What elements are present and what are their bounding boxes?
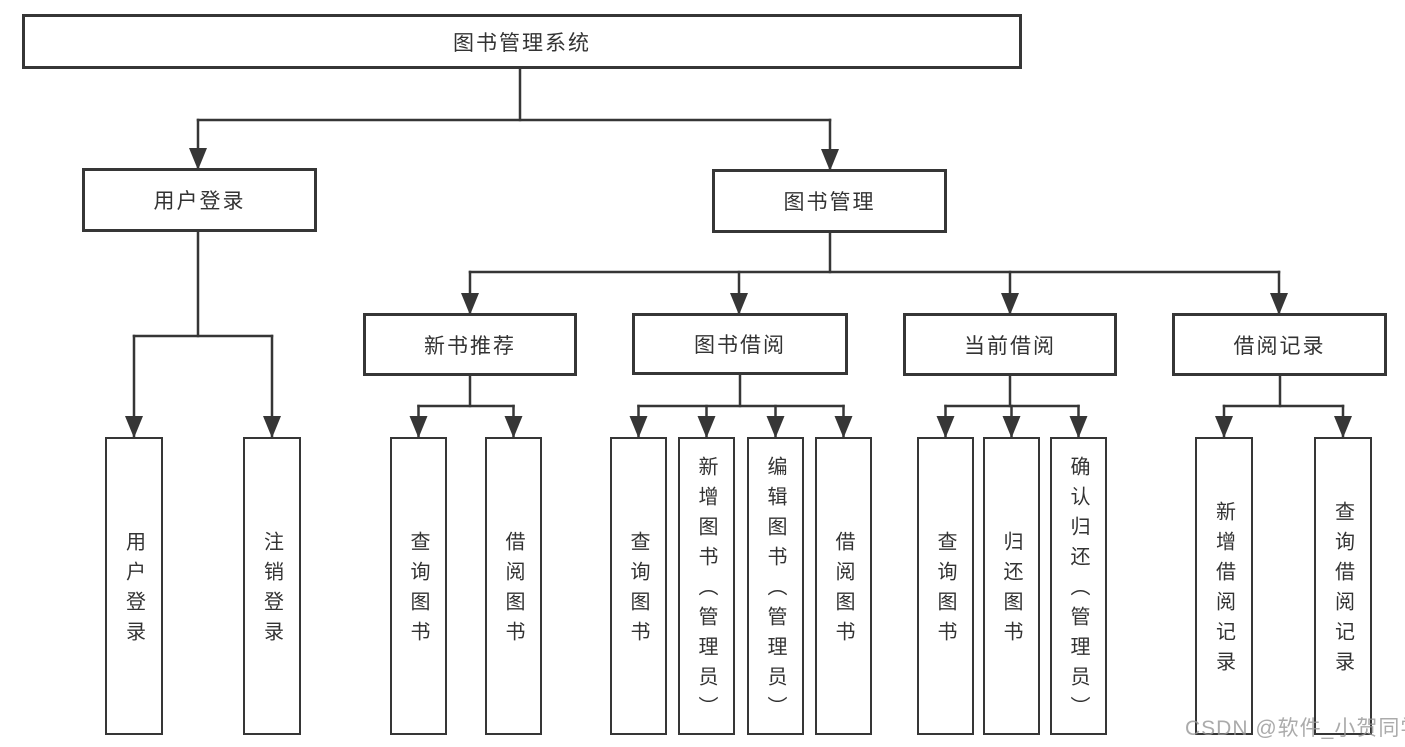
leaf-edit-book-admin-label: 编辑图书（管理员） bbox=[764, 456, 786, 726]
connector-new-book-rec-children bbox=[409, 374, 523, 440]
leaf-logout-label: 注销登录 bbox=[260, 531, 283, 651]
node-book-borrow-label: 图书借阅 bbox=[694, 334, 786, 357]
leaf-query-books-1: 查询图书 bbox=[390, 437, 447, 735]
node-new-book-rec-label: 新书推荐 bbox=[424, 334, 516, 358]
csdn-watermark: CSDN @软件_小贺同学 bbox=[1185, 717, 1405, 740]
leaf-borrow-books-1-label: 借阅图书 bbox=[502, 531, 524, 651]
node-user-login: 用户登录 bbox=[82, 168, 317, 232]
node-root-label: 图书管理系统 bbox=[453, 31, 591, 55]
leaf-edit-book-admin: 编辑图书（管理员） bbox=[747, 437, 804, 735]
leaf-query-books-2-label: 查询图书 bbox=[627, 531, 649, 651]
node-book-mgmt: 图书管理 bbox=[712, 169, 947, 233]
leaf-query-books-3: 查询图书 bbox=[917, 437, 974, 735]
leaf-user-login: 用户登录 bbox=[105, 437, 163, 735]
connector-book-mgmt-children bbox=[461, 231, 1288, 317]
node-root: 图书管理系统 bbox=[22, 14, 1022, 69]
leaf-add-borrow-record-label: 新增借阅记录 bbox=[1212, 501, 1235, 681]
leaf-query-borrow-record-label: 查询借阅记录 bbox=[1331, 501, 1354, 681]
leaf-borrow-books-2-label: 借阅图书 bbox=[832, 531, 854, 651]
leaf-logout: 注销登录 bbox=[243, 437, 301, 735]
leaf-query-books-1-label: 查询图书 bbox=[407, 531, 429, 651]
leaf-borrow-books-1: 借阅图书 bbox=[485, 437, 542, 735]
connector-user-login-children bbox=[125, 230, 281, 440]
connector-borrow-records-children bbox=[1215, 374, 1352, 440]
node-current-borrow: 当前借阅 bbox=[903, 313, 1117, 376]
leaf-return-book: 归还图书 bbox=[983, 437, 1040, 735]
connector-root-to-level2 bbox=[189, 67, 839, 173]
node-user-login-label: 用户登录 bbox=[153, 190, 246, 213]
leaf-add-book-admin: 新增图书（管理员） bbox=[678, 437, 735, 735]
leaf-return-book-label: 归还图书 bbox=[1000, 531, 1022, 651]
connector-book-borrow-children bbox=[629, 373, 853, 440]
leaf-query-books-3-label: 查询图书 bbox=[934, 531, 956, 651]
leaf-confirm-return-admin-label: 确认归还（管理员） bbox=[1067, 456, 1089, 726]
leaf-confirm-return-admin: 确认归还（管理员） bbox=[1050, 437, 1107, 735]
leaf-query-borrow-record: 查询借阅记录 bbox=[1314, 437, 1372, 735]
node-borrow-records-label: 借阅记录 bbox=[1233, 334, 1326, 358]
leaf-add-book-admin-label: 新增图书（管理员） bbox=[695, 456, 717, 726]
node-book-mgmt-label: 图书管理 bbox=[783, 191, 876, 214]
leaf-add-borrow-record: 新增借阅记录 bbox=[1195, 437, 1253, 735]
leaf-user-login-label: 用户登录 bbox=[122, 531, 145, 651]
leaf-query-books-2: 查询图书 bbox=[610, 437, 667, 735]
node-current-borrow-label: 当前借阅 bbox=[964, 334, 1056, 358]
leaf-borrow-books-2: 借阅图书 bbox=[815, 437, 872, 735]
node-book-borrow: 图书借阅 bbox=[632, 313, 848, 375]
node-new-book-rec: 新书推荐 bbox=[363, 313, 577, 376]
connector-current-borrow-children bbox=[936, 374, 1088, 440]
node-borrow-records: 借阅记录 bbox=[1172, 313, 1387, 376]
